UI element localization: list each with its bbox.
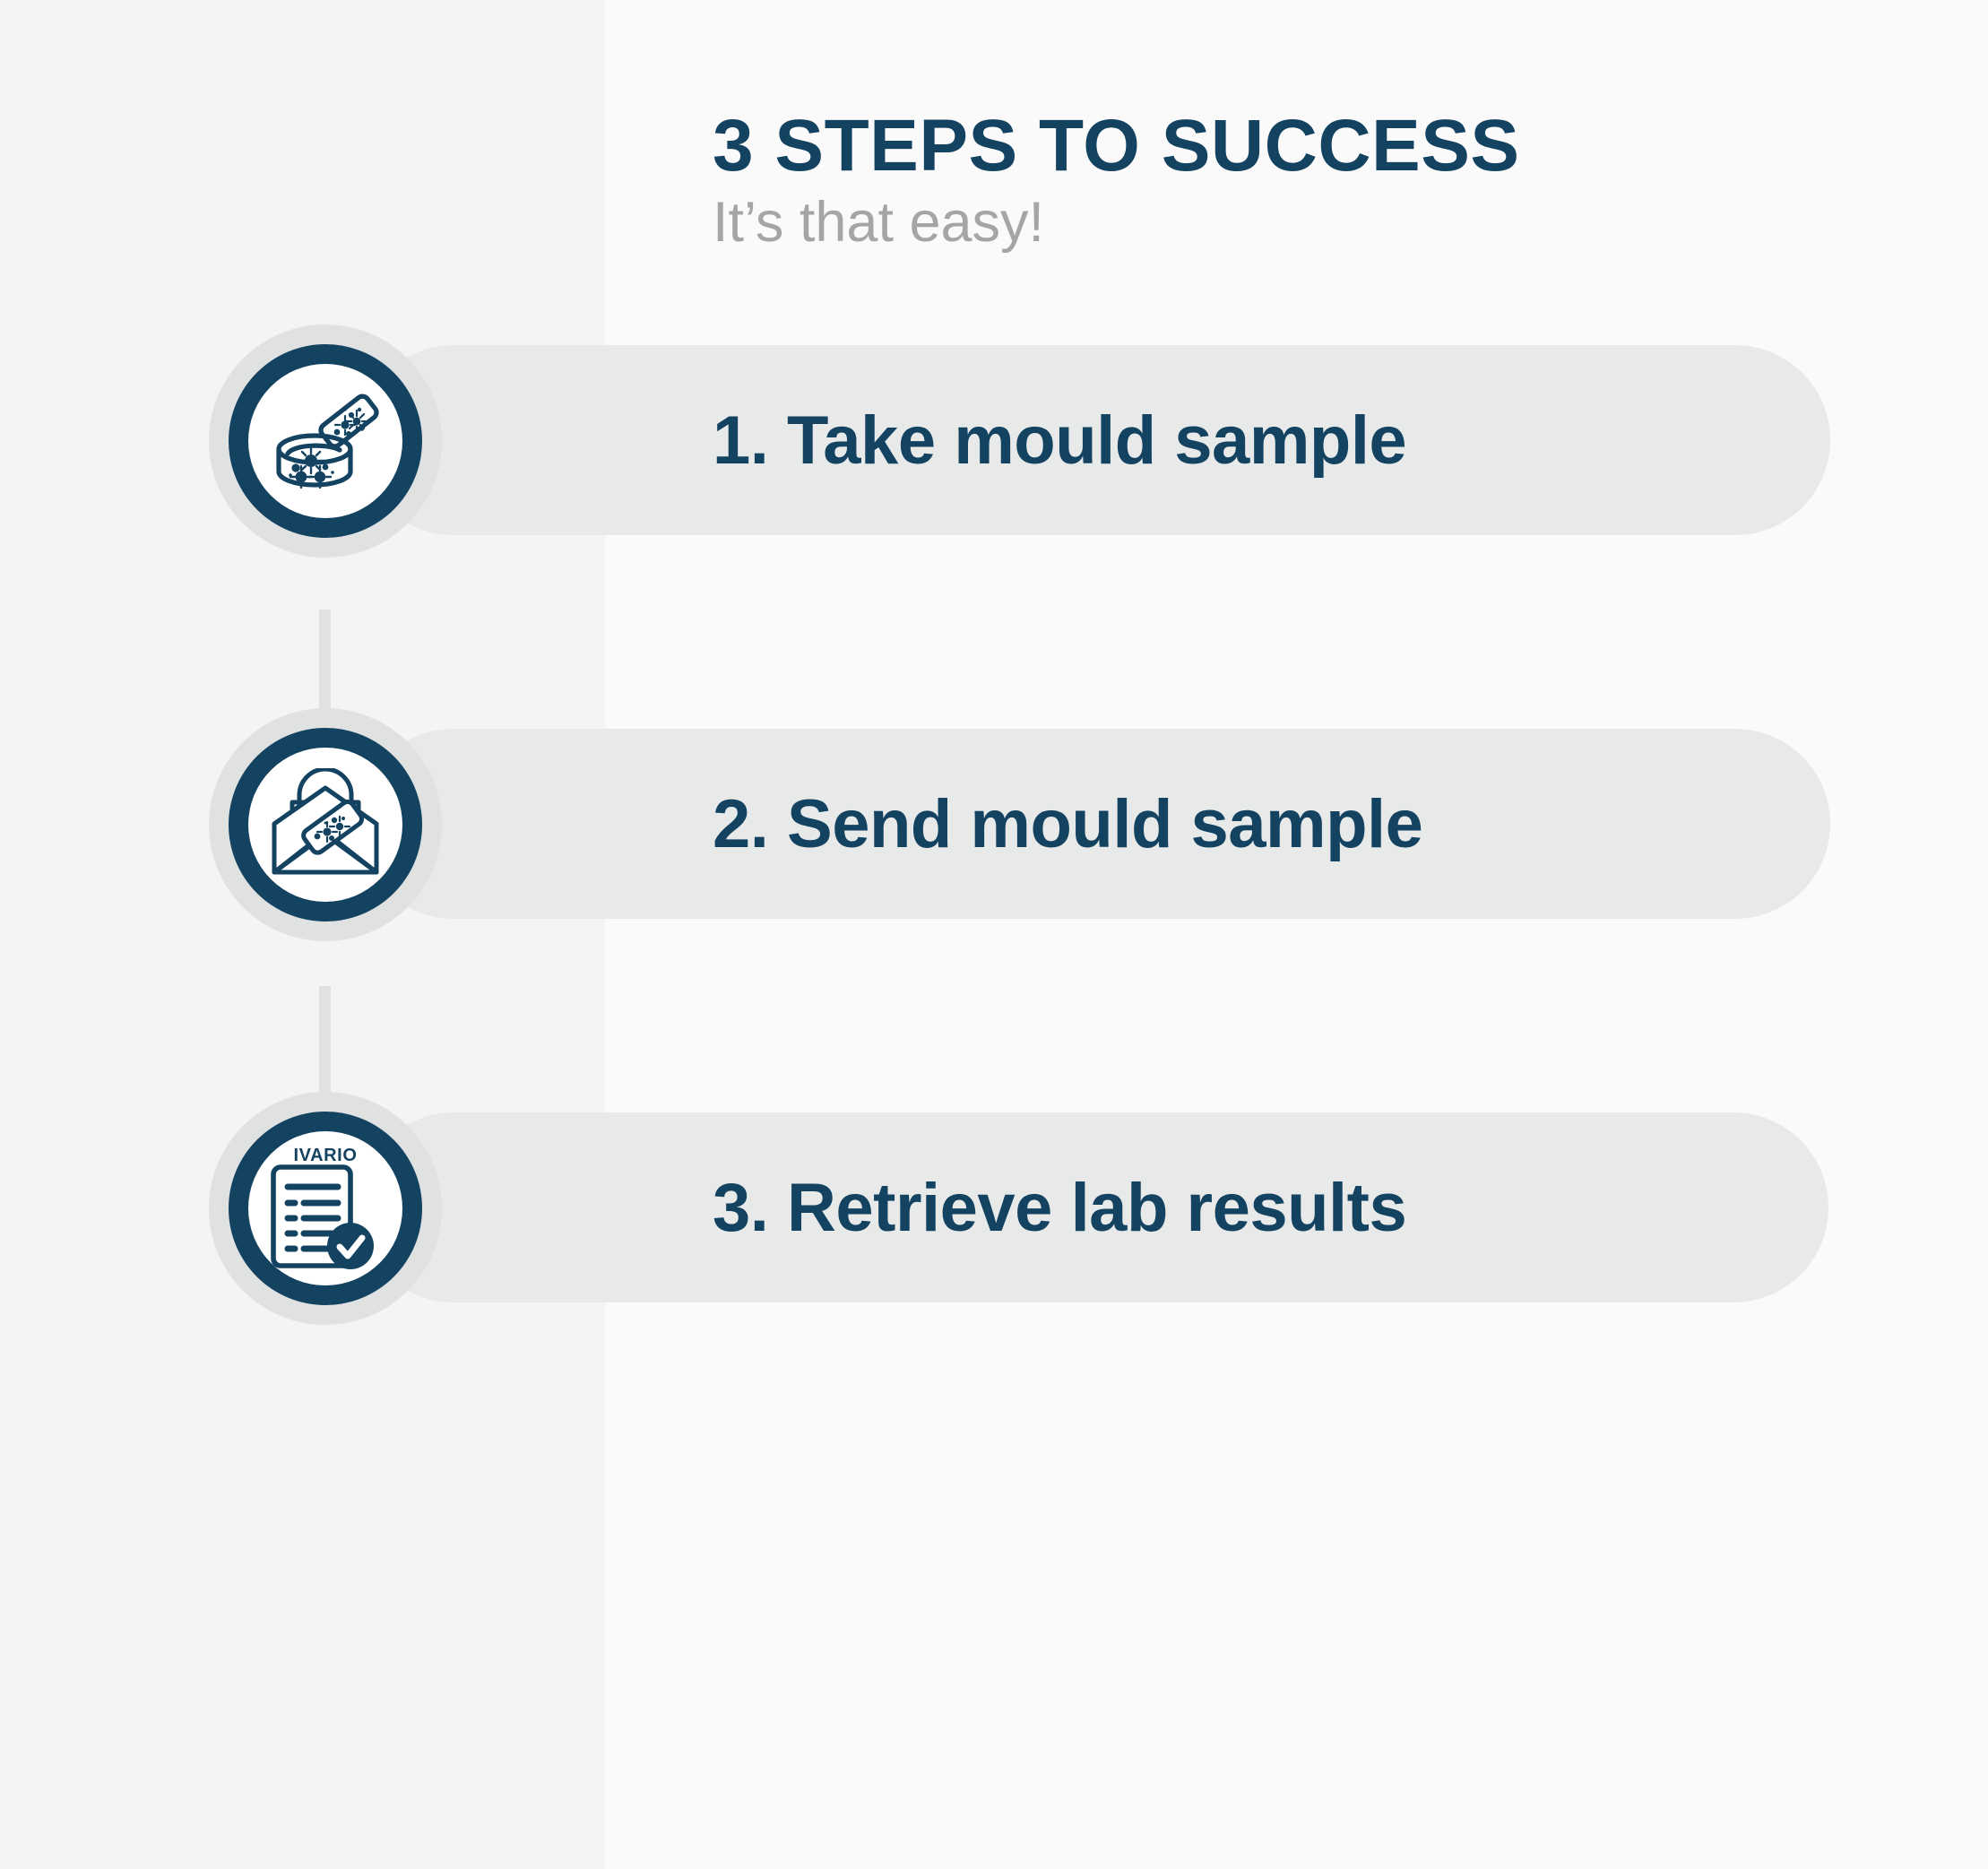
step-3-label: 3. Retrieve lab results (713, 1169, 1407, 1246)
step-1-badge (209, 324, 442, 558)
step-3-label-pill: 3. Retrieve lab results (359, 1112, 1828, 1302)
step-item-3[interactable]: 3. Retrieve lab results IVARIO (0, 1092, 1988, 1325)
header: 3 STEPS TO SUCCESS It’s that easy! (713, 105, 1878, 255)
step-1-icon-container (248, 364, 402, 518)
step-2-label-pill: 2. Send mould sample (359, 729, 1830, 919)
step-3-icon-container: IVARIO (248, 1131, 402, 1285)
step-item-1[interactable]: 1. Take mould sample (0, 324, 1988, 558)
ivario-wordmark: IVARIO (293, 1146, 358, 1165)
step-2-badge (209, 708, 442, 941)
step-2-label: 2. Send mould sample (713, 785, 1423, 862)
page-title: 3 STEPS TO SUCCESS (713, 105, 1520, 186)
step-1-label-pill: 1. Take mould sample (359, 345, 1830, 535)
step-3-badge-ring: IVARIO (229, 1112, 422, 1305)
step-3-badge: IVARIO (209, 1092, 442, 1325)
step-1-badge-ring (229, 344, 422, 538)
envelope-with-sample-slide-icon (265, 768, 385, 881)
petri-dish-with-sample-slide-icon (266, 382, 385, 500)
step-item-2[interactable]: 2. Send mould sample (0, 708, 1988, 941)
step-2-badge-ring (229, 728, 422, 922)
step-2-icon-container (248, 748, 402, 902)
step-1-label: 1. Take mould sample (713, 402, 1407, 479)
page-subtitle: It’s that easy! (713, 191, 1045, 255)
lab-report-document-with-check-icon: IVARIO (248, 1131, 402, 1285)
